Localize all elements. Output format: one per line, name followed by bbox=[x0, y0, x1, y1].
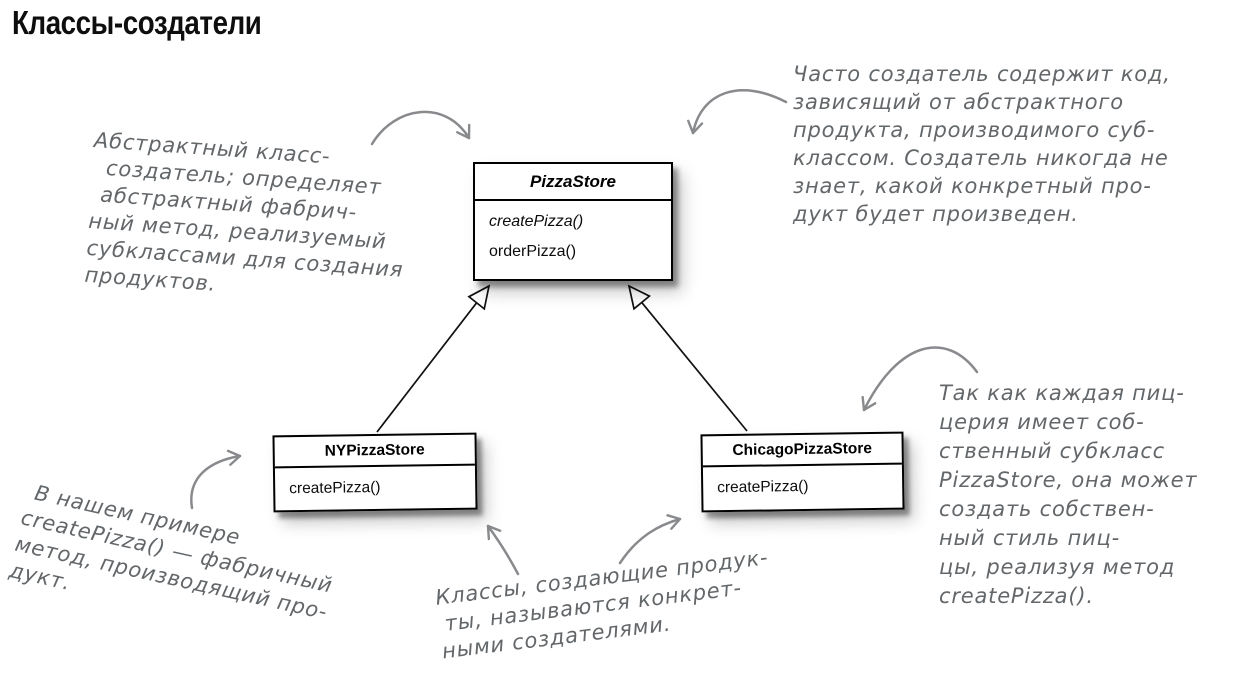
annotation-line: зависящий от абстрактного bbox=[793, 90, 1124, 114]
annotation-line: продукта, производимого суб- bbox=[793, 118, 1156, 142]
annotation-line: знает, какой конкретный про- bbox=[793, 174, 1152, 198]
annotation-creator-code: Часто создатель содержит код, зависящий … bbox=[793, 60, 1171, 228]
inheritance-line-chicago bbox=[641, 301, 748, 432]
annotation-line: PizzaStore, она может bbox=[939, 468, 1198, 492]
method-orderpizza: orderPizza() bbox=[489, 243, 577, 260]
annotation-concrete-creators: Классы, создающие продук- ты, называются… bbox=[434, 544, 776, 665]
class-methods: createPizza() bbox=[275, 466, 475, 499]
method-createpizza: createPizza() bbox=[289, 478, 381, 498]
annotation-line: церия имеет соб- bbox=[939, 410, 1145, 434]
annotation-line: ственный субкласс bbox=[939, 439, 1166, 463]
class-name: PizzaStore bbox=[475, 164, 671, 201]
curved-arrow-icon-example-note bbox=[190, 449, 242, 510]
curved-arrow-icon-creator-code-note bbox=[687, 89, 788, 135]
class-box-nypizzastore: NYPizzaStore createPizza() bbox=[272, 432, 478, 513]
annotation-line: дукт будет произведен. bbox=[793, 202, 1079, 226]
inheritance-triangle-icon bbox=[627, 284, 651, 311]
method-createpizza: createPizza() bbox=[717, 477, 809, 497]
class-methods: createPizza() orderPizza() bbox=[475, 201, 671, 261]
inheritance-connectors bbox=[376, 284, 748, 433]
annotation-line: createPizza(). bbox=[939, 584, 1094, 608]
curved-arrow-icon-concrete-left bbox=[486, 524, 520, 576]
class-name: NYPizzaStore bbox=[274, 434, 475, 469]
annotation-own-pizza-style: Так как каждая пиц- церия имеет соб- ств… bbox=[939, 379, 1197, 611]
annotation-line: Так как каждая пиц- bbox=[939, 381, 1185, 405]
page-title: Классы-создатели bbox=[12, 4, 262, 41]
annotation-line: классом. Создатель никогда не bbox=[793, 146, 1169, 170]
inheritance-triangle-icon bbox=[467, 284, 491, 311]
annotation-abstract-creator: Абстрактный класс- создатель; определяет… bbox=[84, 127, 412, 311]
class-methods: createPizza() bbox=[703, 465, 902, 498]
annotation-line: создать собствен- bbox=[939, 497, 1155, 521]
curved-arrow-icon-abstract-note bbox=[370, 110, 471, 146]
annotation-line: Часто создатель содержит код, bbox=[793, 62, 1171, 86]
class-name: ChicagoPizzaStore bbox=[702, 433, 902, 468]
class-box-pizzastore: PizzaStore createPizza() orderPizza() bbox=[473, 162, 673, 281]
method-createpizza: createPizza() bbox=[489, 213, 584, 230]
annotation-line: цы, реализуя метод bbox=[939, 555, 1176, 579]
inheritance-line-ny bbox=[376, 302, 478, 433]
class-box-chicagopizzastore: ChicagoPizzaStore createPizza() bbox=[700, 431, 905, 513]
annotation-line: ный стиль пиц- bbox=[939, 526, 1120, 550]
